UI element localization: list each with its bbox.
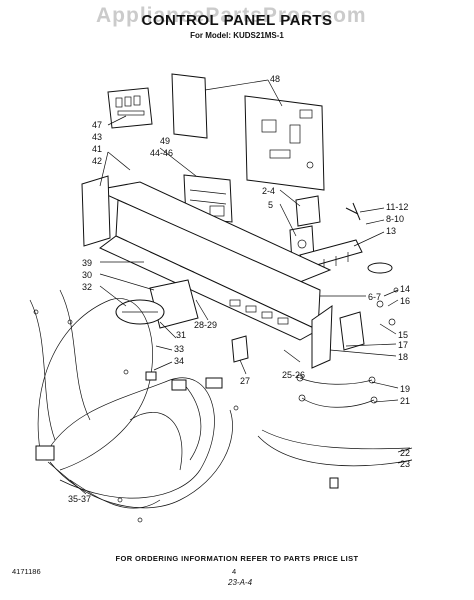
callout-18: 18: [398, 352, 408, 362]
callout-32: 32: [82, 282, 92, 292]
callout-44-46: 44-46: [150, 148, 173, 158]
callout-48: 48: [270, 74, 280, 84]
callout-21: 21: [400, 396, 410, 406]
callout-47: 47: [92, 120, 102, 130]
callout-43: 43: [92, 132, 102, 142]
callout-16: 16: [400, 296, 410, 306]
callout-33: 33: [174, 344, 184, 354]
part-side-pieces: [231, 287, 399, 369]
callout-25-26: 25-26: [282, 370, 305, 380]
part-control-panel: [81, 175, 332, 341]
callout-34: 34: [174, 356, 184, 366]
callout-28-29: 28-29: [194, 320, 217, 330]
part-wire-harness: [29, 289, 239, 523]
diagram-title: CONTROL PANEL PARTS: [141, 12, 333, 29]
callout-leaders: [47, 79, 413, 495]
model-number: For Model: KUDS21MS-1: [190, 31, 284, 40]
callout-42: 42: [92, 156, 102, 166]
part-cables: [257, 374, 413, 489]
callout-5: 5: [268, 200, 273, 210]
callout-8-10: 8-10: [386, 214, 404, 224]
callout-27: 27: [240, 376, 250, 386]
callout-6-7: 6-7: [368, 292, 381, 302]
callout-30: 30: [82, 270, 92, 280]
callout-23: 23: [400, 459, 410, 469]
part-light-assembly: [115, 279, 199, 329]
page-number: 4: [232, 567, 237, 576]
callout-19: 19: [400, 384, 410, 394]
callout-labels: 48 47 43 41 42 49 44-46 2-4 5 11-12 8-10…: [68, 74, 410, 504]
part-switch-block: [107, 87, 153, 129]
callout-14: 14: [400, 284, 410, 294]
callout-41: 41: [92, 144, 102, 154]
callout-2-4: 2-4: [262, 186, 275, 196]
callout-49: 49: [160, 136, 170, 146]
callout-39: 39: [82, 258, 92, 268]
callout-35-37: 35-37: [68, 494, 91, 504]
callout-11-12: 11-12: [386, 202, 408, 212]
callout-13: 13: [386, 226, 396, 236]
handwritten-date: 23-A-4: [228, 578, 253, 587]
callout-22: 22: [400, 448, 410, 458]
callout-31: 31: [176, 330, 186, 340]
callout-15: 15: [398, 330, 408, 340]
watermark: AppliancePartsPros.com: [96, 4, 367, 27]
callout-17: 17: [398, 340, 408, 350]
ordering-note: FOR ORDERING INFORMATION REFER TO PARTS …: [115, 554, 359, 563]
document-number: 4171186: [12, 567, 41, 576]
part-circuit-board: [171, 73, 325, 191]
part-screws: [345, 202, 361, 221]
